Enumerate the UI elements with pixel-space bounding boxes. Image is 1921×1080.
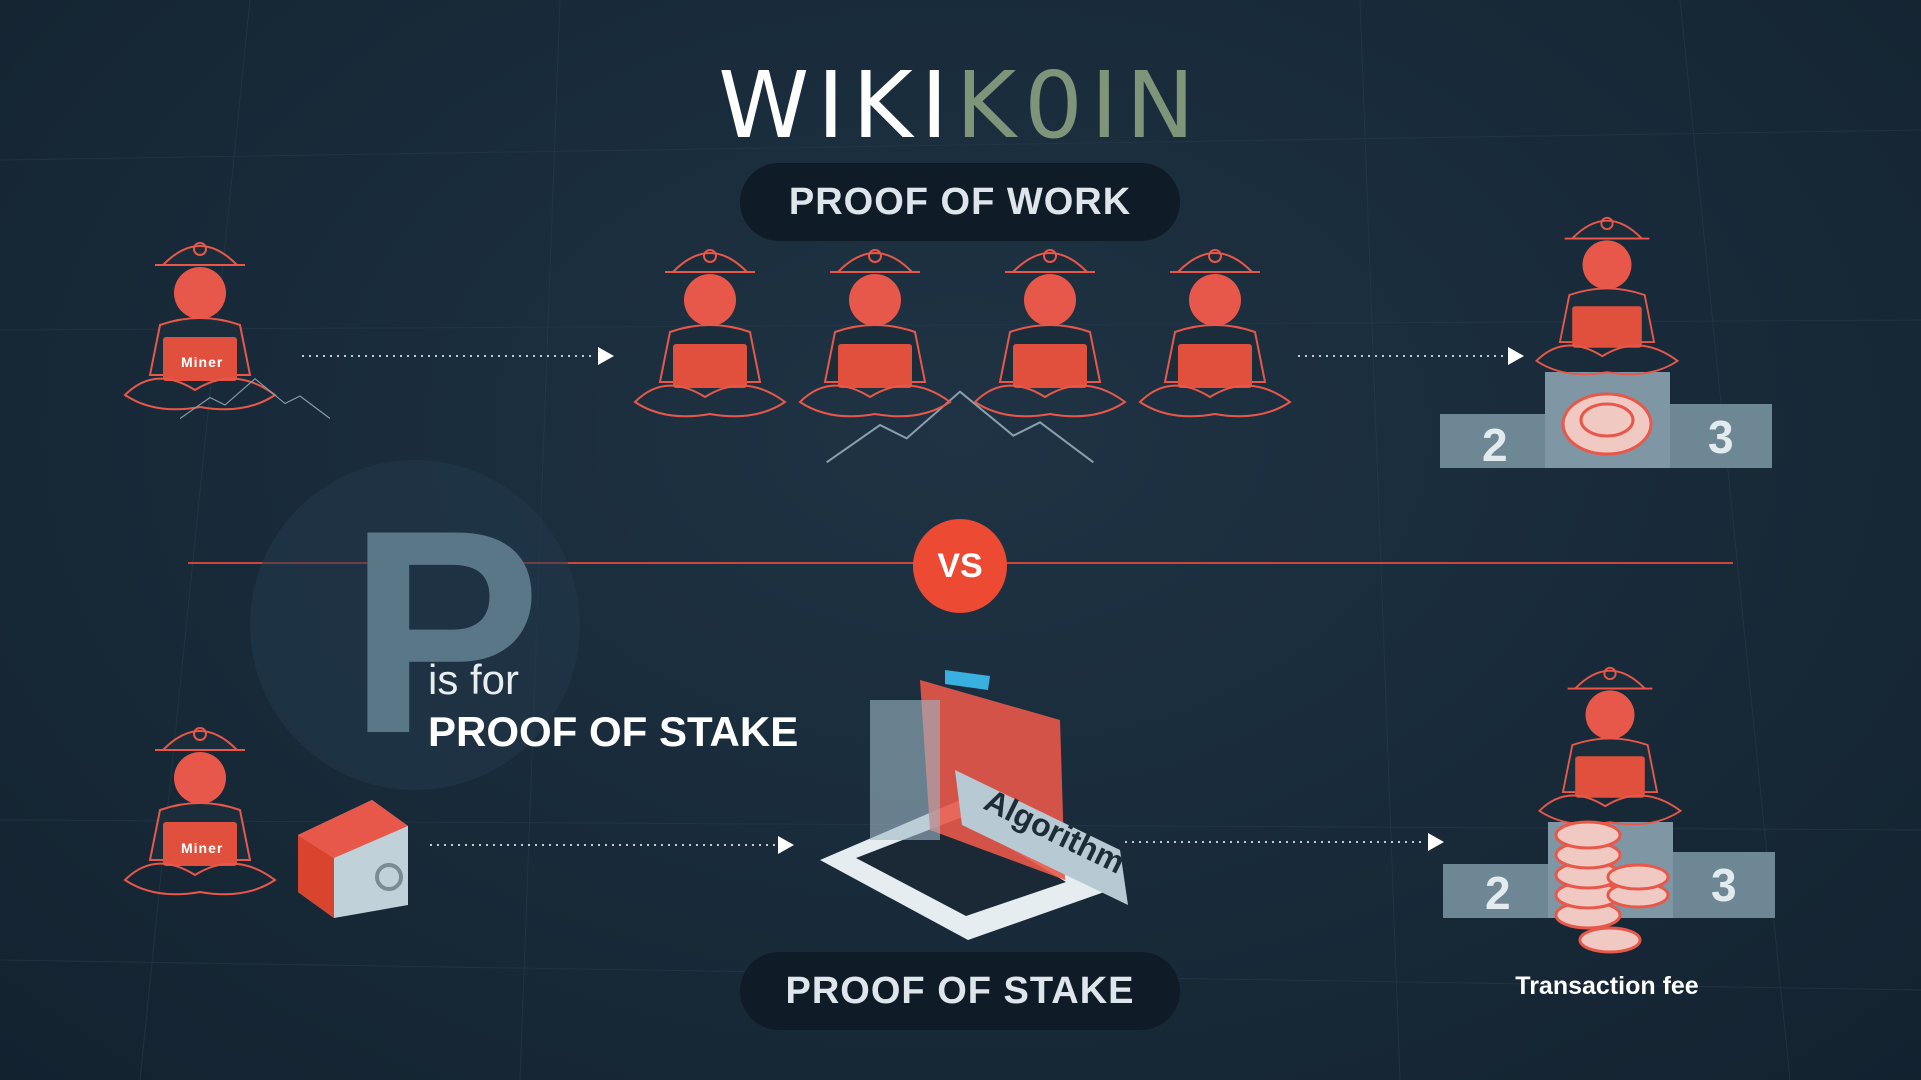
podium-pow-second: 2 <box>1482 419 1508 471</box>
globe-graphic <box>250 460 580 790</box>
pos-title: PROOF OF STAKE <box>740 952 1180 1030</box>
podium-pow-third: 3 <box>1708 411 1734 463</box>
is-for-text: is for <box>428 656 520 703</box>
miner-figure <box>974 249 1126 418</box>
miner-figure <box>1139 249 1291 418</box>
transaction-fee-label: Transaction fee <box>1515 972 1699 1000</box>
miner-figure <box>124 242 276 411</box>
miner-figure <box>124 727 276 896</box>
arrow-pow-2 <box>1298 347 1524 365</box>
arrow-pow-1 <box>302 347 614 365</box>
vs-badge: VS <box>913 519 1007 613</box>
big-letter-p: P <box>348 470 542 794</box>
miner-figure <box>1535 216 1679 376</box>
wikikoin-logo: WIKIK0IN <box>0 52 1921 159</box>
tagline-text: PROOF OF STAKE <box>428 708 799 755</box>
algorithm-laptop-graphic <box>820 670 1128 940</box>
miner-figure <box>1538 666 1682 826</box>
logo-part-2: K0IN <box>955 52 1203 159</box>
logo-part-1: WIKI <box>718 52 956 159</box>
arrow-pos-2 <box>1125 833 1444 851</box>
safe-box-graphic <box>298 800 408 918</box>
arrow-pos-1 <box>430 836 794 854</box>
coin-stack-graphic <box>1554 820 1670 954</box>
miner-label: Miner <box>181 840 224 856</box>
podium-pow <box>1440 372 1772 468</box>
miner-figure <box>634 249 786 418</box>
miner-figure <box>799 249 951 418</box>
miner-label: Miner <box>181 354 224 370</box>
pow-title: PROOF OF WORK <box>740 163 1180 241</box>
podium-pos-second: 2 <box>1485 867 1511 919</box>
podium-pos-third: 3 <box>1711 859 1737 911</box>
mountain-graphic <box>827 392 1094 463</box>
